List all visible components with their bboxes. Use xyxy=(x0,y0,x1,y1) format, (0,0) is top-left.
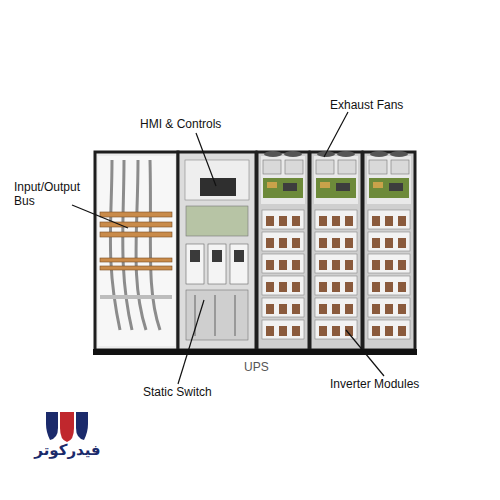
logo-text: فیدرکوتر xyxy=(20,443,115,457)
part-label: Inverter Modules xyxy=(330,377,450,391)
part-label: HMI & Controls xyxy=(140,117,250,131)
part-label: Input/Output Bus xyxy=(14,180,80,208)
part-label: Exhaust Fans xyxy=(330,98,440,112)
logo-mark xyxy=(46,412,88,442)
product-label: UPS xyxy=(244,360,284,374)
part-label: Static Switch xyxy=(143,385,253,399)
